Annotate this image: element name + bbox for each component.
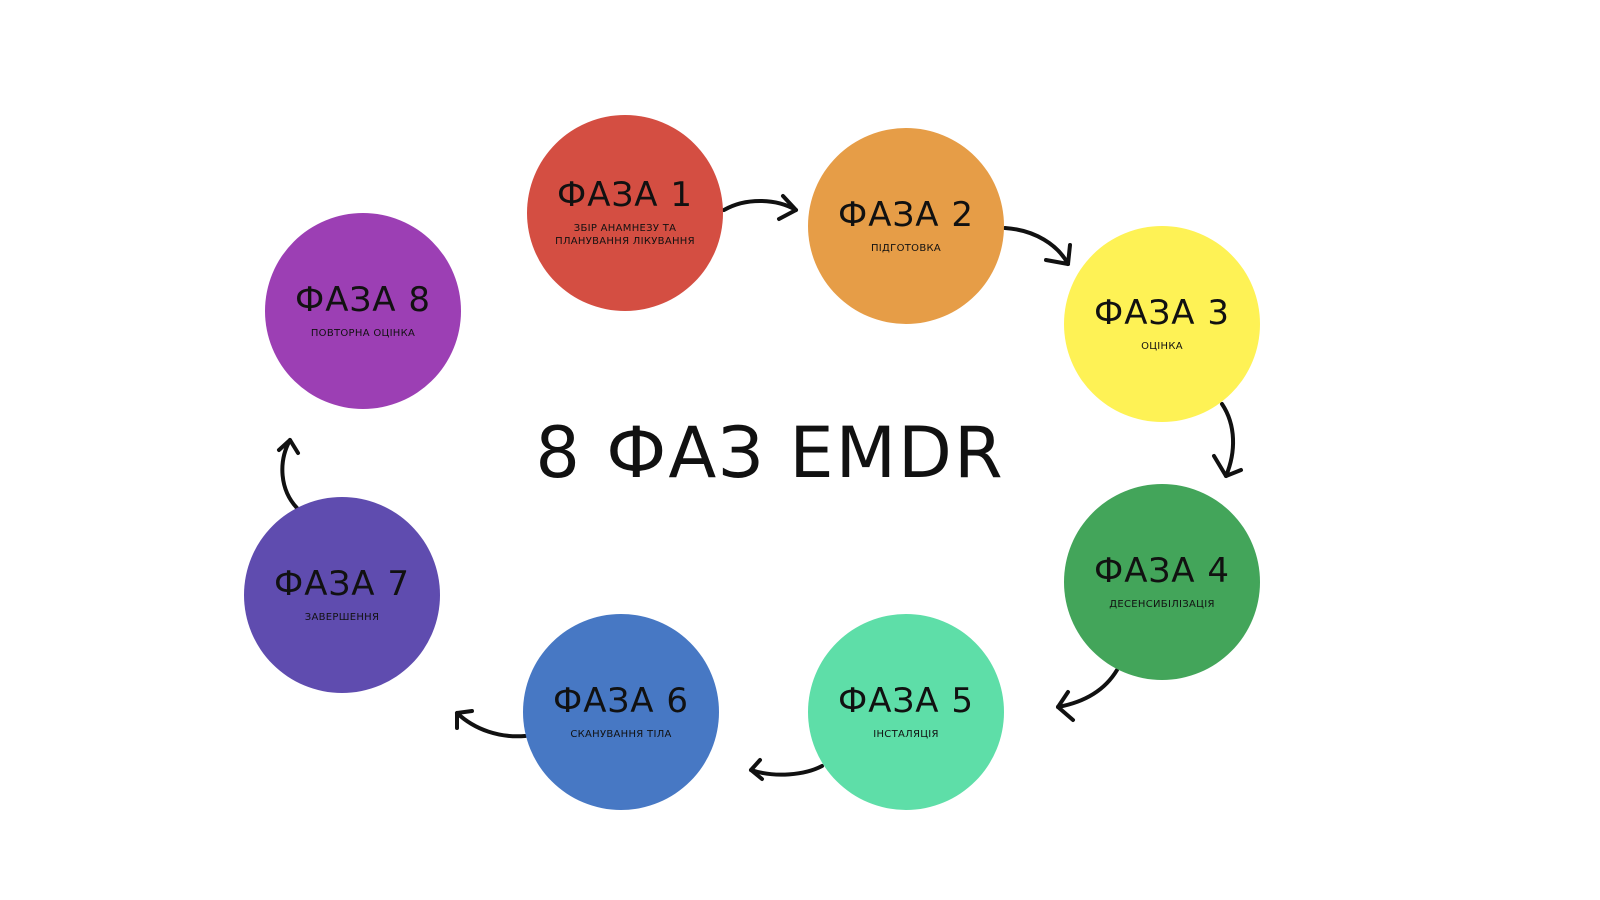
arrow-3-to-4 [1220,402,1236,478]
phase-1-title: ФАЗА 1 [556,175,694,215]
arrow-4-to-5-head [1056,690,1075,722]
arrow-1-to-2 [722,199,798,212]
arrow-1-to-2-head [777,194,798,221]
phase-8-circle: ФАЗА 8 ПОВТОРНА ОЦІНКА [265,213,461,409]
phase-3-circle: ФАЗА 3 ОЦІНКА [1064,226,1260,422]
phase-7-description: ЗАВЕРШЕННЯ [304,611,380,623]
phase-5-title: ФАЗА 5 [837,680,975,721]
phase-1-description: ЗБІР АНАМНЕЗУ ТА ПЛАНУВАННЯ ЛІКУВАННЯ [555,223,695,247]
phase-3-title: ФАЗА 3 [1093,292,1231,333]
phase-3-description: ОЦІНКА [1141,340,1183,352]
phase-7-circle: ФАЗА 7 ЗАВЕРШЕННЯ [244,497,440,693]
arrow-5-to-6 [749,764,824,777]
phase-5-description: ІНСТАЛЯЦІЯ [873,728,939,740]
phase-7-title: ФАЗА 7 [273,563,411,604]
arrow-6-to-7 [455,711,527,739]
phase-5-circle: ФАЗА 5 ІНСТАЛЯЦІЯ [808,614,1004,810]
phase-1-circle: ФАЗА 1 ЗБІР АНАМНЕЗУ ТА ПЛАНУВАННЯ ЛІКУВ… [527,115,723,311]
arrow-6-to-7-head [455,709,474,730]
phase-8-title: ФАЗА 8 [294,279,432,320]
phase-4-title: ФАЗА 4 [1093,550,1231,591]
phase-4-description: ДЕСЕНСИБІЛІЗАЦІЯ [1109,598,1215,610]
phase-4-circle: ФАЗА 4 ДЕСЕНСИБІЛІЗАЦІЯ [1064,484,1260,680]
phase-8-description: ПОВТОРНА ОЦІНКА [310,327,416,339]
arrow-2-to-3 [1003,226,1070,266]
phase-6-title: ФАЗА 6 [552,680,690,721]
phase-6-description: СКАНУВАННЯ ТІЛА [570,728,672,740]
phase-6-circle: ФАЗА 6 СКАНУВАННЯ ТІЛА [523,614,719,810]
phase-2-circle: ФАЗА 2 ПІДГОТОВКА [808,128,1004,324]
arrow-3-to-4-head [1212,454,1243,478]
diagram-title: 8 ФАЗ EMDR [535,412,1005,494]
phase-2-description: ПІДГОТОВКА [870,242,942,254]
phase-2-title: ФАЗА 2 [837,194,975,235]
arrow-4-to-5 [1056,668,1119,709]
arrow-7-to-8-head [277,438,300,455]
arrow-5-to-6-head [749,758,764,781]
arrow-7-to-8 [280,438,299,510]
arrow-2-to-3-head [1044,243,1072,266]
